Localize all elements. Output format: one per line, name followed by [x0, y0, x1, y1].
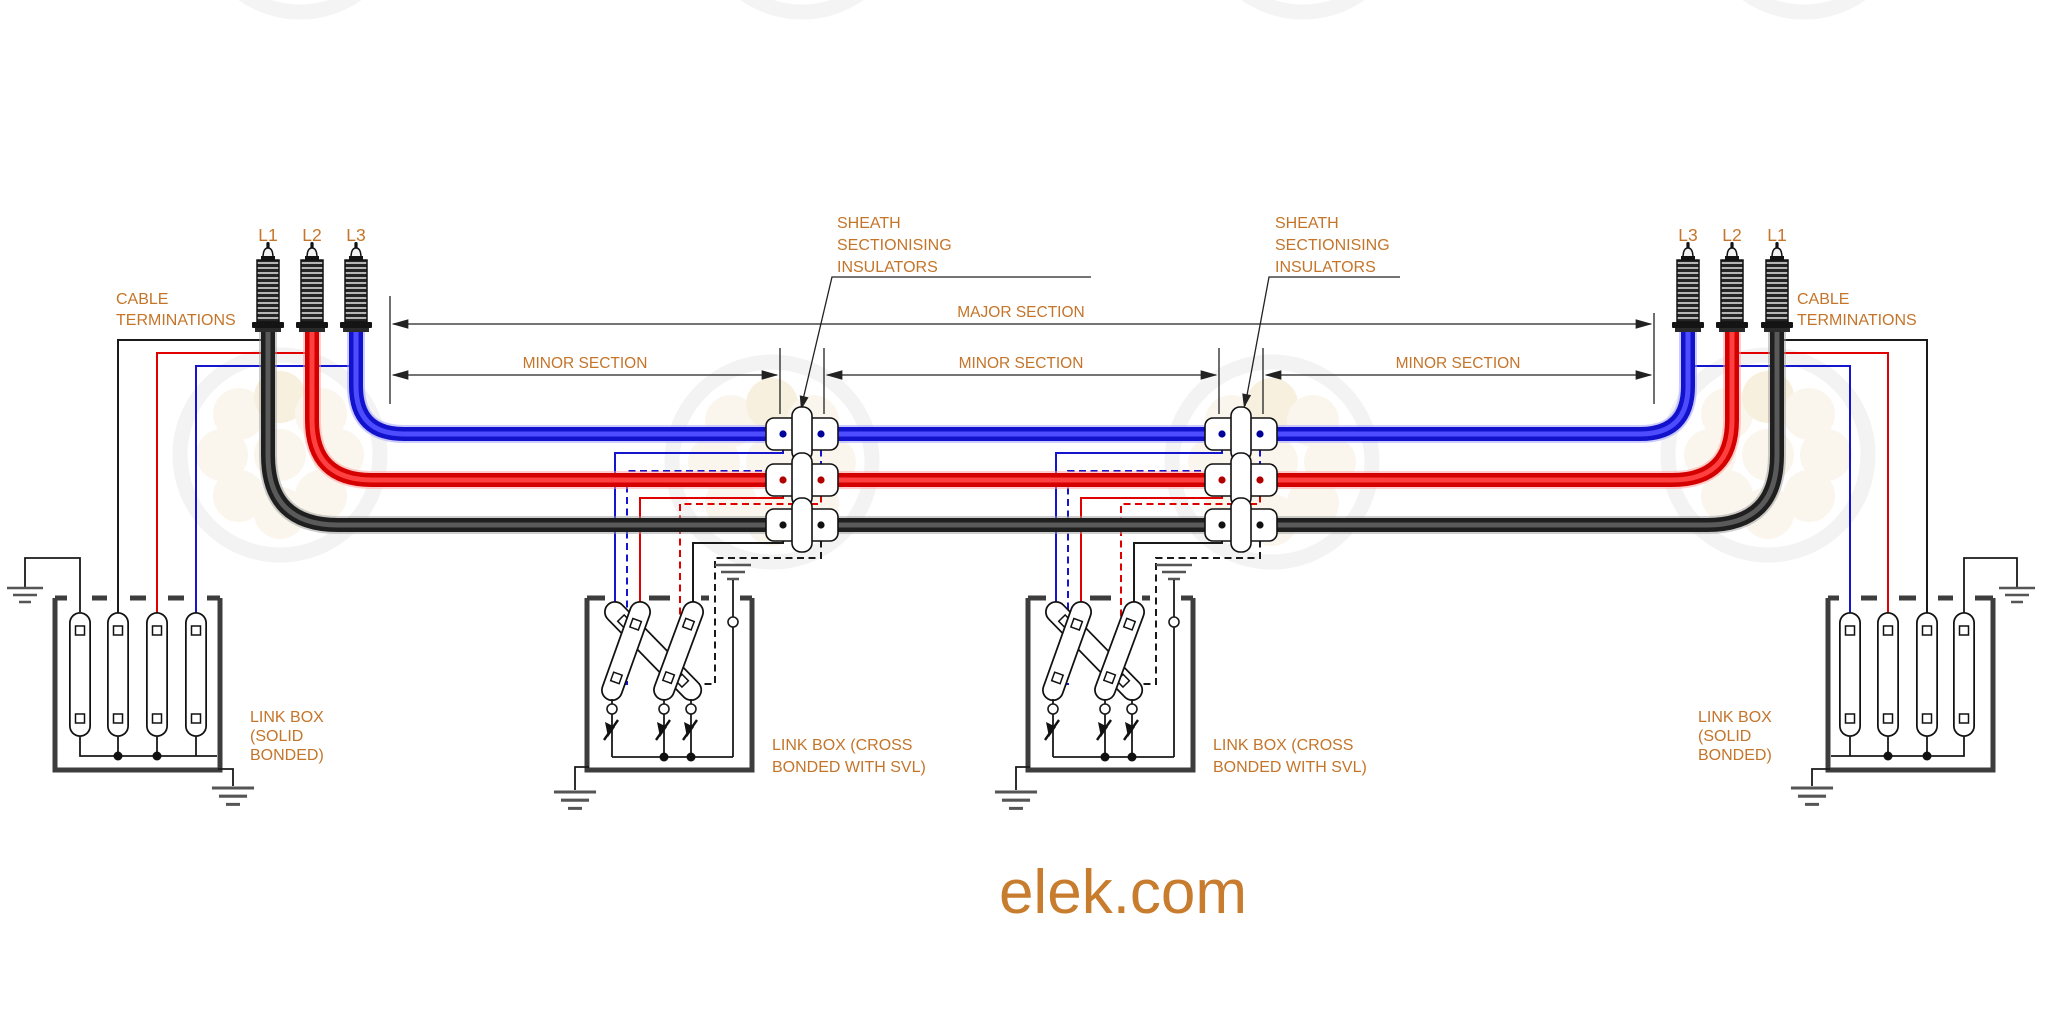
sheath-insulator-black-2 — [1204, 497, 1278, 553]
sheath-lead-dashed-red-1 — [669, 484, 822, 685]
phase-label-l2: L2 — [1722, 225, 1741, 245]
earth-symbol — [1789, 786, 1835, 806]
minor-section-label-3: MINOR SECTION — [1396, 355, 1521, 372]
minor-section-label-2: MINOR SECTION — [959, 355, 1084, 372]
earth-symbol — [1997, 586, 2037, 604]
bond-lead-right-l1 — [1783, 339, 1928, 614]
cable-terminations-left: L1 L2 L3 CABLE TERMINATIONS — [116, 225, 373, 333]
link-bar — [192, 623, 201, 726]
leader-line — [1244, 276, 1400, 407]
link-bar — [1923, 623, 1932, 726]
link-box-solid-right: LINK BOX (SOLID BONDED) — [1698, 557, 2037, 806]
termination-l2 — [295, 241, 329, 333]
link-bar — [153, 623, 162, 726]
bond-lead-left-l2 — [156, 352, 306, 614]
phase-label-l3: L3 — [1678, 225, 1697, 245]
termination-l3 — [339, 241, 373, 333]
termination-l3 — [1671, 241, 1705, 333]
link-bar — [1884, 623, 1893, 726]
svl-arrester — [1122, 702, 1140, 759]
link-bar — [1960, 623, 1969, 726]
bond-lead-right-l2 — [1738, 352, 1889, 614]
cable-terminations-caption-2: TERMINATIONS — [1797, 312, 1917, 329]
sheath-lead-dashed-black-2 — [1137, 529, 1261, 685]
link-bar — [1846, 623, 1855, 726]
sheath-label-line2: SECTIONISING — [837, 237, 952, 254]
power-cables — [259, 330, 1786, 534]
link-bar — [76, 623, 85, 726]
sheath-lead-solid-red-2 — [1080, 484, 1223, 610]
earth-symbol — [210, 786, 256, 806]
sheath-insulator-callout-2: SHEATH SECTIONISING INSULATORS — [1242, 215, 1400, 408]
earth-symbol — [552, 790, 598, 810]
link-box-cross-1-label-2: BONDED WITH SVL) — [772, 759, 926, 776]
link-box-solid-left: LINK BOX (SOLID BONDED) — [5, 557, 324, 806]
sheath-insulator-red-2 — [1204, 452, 1278, 508]
phase-label-l3: L3 — [346, 225, 365, 245]
link-box-cross-1: LINK BOX (CROSS BONDED WITH SVL) — [552, 563, 926, 810]
phase-label-l2: L2 — [302, 225, 321, 245]
bond-lead-right-l3 — [1694, 365, 1851, 614]
link-box-solid-left-label-2: (SOLID — [250, 728, 303, 745]
link-box-solid-left-label-3: BONDED) — [250, 747, 324, 764]
leader-arrowhead — [1242, 393, 1252, 408]
sheath-label-line1: SHEATH — [1275, 215, 1339, 232]
sheath-lead-dashed-black-1 — [696, 529, 822, 685]
termination-l2 — [1715, 241, 1749, 333]
svl-arrester — [1095, 702, 1113, 759]
sheath-lead-dashed-red-2 — [1110, 484, 1261, 685]
link-box-solid-right-label-3: BONDED) — [1698, 747, 1772, 764]
sheath-insulator-black-1 — [765, 497, 839, 553]
brand-watermarks — [180, 0, 1904, 562]
cable-terminations-caption-1: CABLE — [116, 291, 168, 308]
elek-logo: elek.com — [999, 858, 1247, 927]
section-dimensions: MAJOR SECTION MINOR SECTION MINOR SECTIO… — [389, 296, 1655, 414]
earth-symbol — [1154, 563, 1194, 581]
sheath-insulator-blue-2 — [1204, 406, 1278, 462]
cable-phase-l3-blue — [347, 330, 1697, 443]
earth-symbol — [713, 563, 753, 581]
sheath-insulator-blue-1 — [765, 406, 839, 462]
svl-arrester — [1043, 702, 1061, 759]
link-box-solid-right-label-2: (SOLID — [1698, 728, 1751, 745]
earth-symbol — [5, 586, 45, 604]
earth-symbol — [993, 790, 1039, 810]
sheath-insulator-red-1 — [765, 452, 839, 508]
link-box-cross-2-label-1: LINK BOX (CROSS — [1213, 737, 1353, 754]
major-section-label: MAJOR SECTION — [957, 304, 1084, 321]
sheath-label-line3: INSULATORS — [1275, 259, 1376, 276]
termination-l1 — [1760, 241, 1794, 333]
phase-label-l1: L1 — [258, 225, 277, 245]
bond-lead-left-l3 — [195, 365, 350, 614]
sheath-label-line2: SECTIONISING — [1275, 237, 1390, 254]
svl-arrester — [654, 702, 672, 759]
link-box-cross-2-label-2: BONDED WITH SVL) — [1213, 759, 1367, 776]
cable-terminations-right: L3 L2 L1 CABLE TERMINATIONS — [1671, 225, 1917, 333]
svl-arrester — [681, 702, 699, 759]
cable-terminations-caption-2: TERMINATIONS — [116, 312, 236, 329]
link-box-solid-left-label-1: LINK BOX — [250, 709, 324, 726]
sheath-sectionising-insulators — [765, 406, 1278, 553]
minor-section-label-1: MINOR SECTION — [523, 355, 648, 372]
sheath-label-line3: INSULATORS — [837, 259, 938, 276]
termination-l1 — [251, 241, 285, 333]
link-box-solid-right-label-1: LINK BOX — [1698, 709, 1772, 726]
bond-lead-left-l1 — [117, 339, 262, 614]
cable-terminations-caption-1: CABLE — [1797, 291, 1849, 308]
cable-phase-l2-red — [303, 330, 1741, 489]
sheath-label-line1: SHEATH — [837, 215, 901, 232]
link-box-cross-1-label-1: LINK BOX (CROSS — [772, 737, 912, 754]
link-box-cross-2: LINK BOX (CROSS BONDED WITH SVL) — [993, 563, 1367, 810]
leader-line — [800, 276, 1091, 409]
link-bar — [114, 623, 123, 726]
phase-label-l1: L1 — [1767, 225, 1786, 245]
cable-phase-l1-black — [259, 330, 1786, 534]
svl-arrester — [602, 702, 620, 759]
